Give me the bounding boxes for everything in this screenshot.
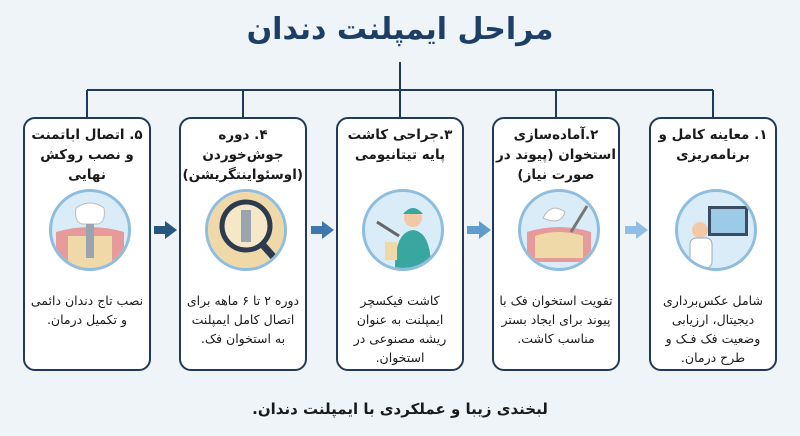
step-heading: ۳.جراحی کاشت پایه تیتانیومی [347,127,453,163]
page-title: مراحل ایمپلنت دندان [246,12,554,47]
flow-arrow [625,221,648,239]
step-description: کاشت فیکسچر ایمپلنت به عنوان ریشه مصنوعی… [353,293,447,365]
step-card-2: ۲.آماده‌سازی استخوان (پیوند در صورت نیاز… [492,117,620,371]
step-card-4: ۴. دوره جوش‌خوردن (اوسئواینتگریشن) دوره … [179,117,307,371]
step-heading: ۵. اتصال اباتمنت و نصب روکش نهایی [31,127,143,183]
surgeon-icon [362,189,444,271]
dentist-xray-monitor-icon [675,189,757,271]
implant-crown-icon [49,189,131,271]
flow-arrow [154,221,177,239]
step-description: دوره ۲ تا ۶ ماهه برای اتصال کامل ایمپلنت… [186,293,300,346]
step-card-5: ۵. اتصال اباتمنت و نصب روکش نهایی نصب تا… [23,117,151,371]
flow-arrow [467,221,491,239]
caption: لبخندی زیبا و عملکردی با ایمپلنت دندان. [252,400,548,418]
step-card-3: ۳.جراحی کاشت پایه تیتانیومی کاشت فیکسچر … [336,117,464,371]
step-description: تقویت استخوان فک با پیوند برای ایجاد بست… [499,293,613,346]
magnifier-implant-icon [205,189,287,271]
step-heading: ۲.آماده‌سازی استخوان (پیوند در صورت نیاز… [496,127,616,183]
step-heading: ۱. معاینه کامل و برنامه‌ریزی [658,127,768,163]
step-card-1: ۱. معاینه کامل و برنامه‌ریزی شامل عکس‌بر… [649,117,777,371]
step-heading: ۴. دوره جوش‌خوردن (اوسئواینتگریشن) [182,127,303,183]
step-description: نصب تاج دندان دائمی و تکمیل درمان. [30,293,144,327]
step-description: شامل عکس‌برداری دیجیتال، ارزیابی وضعیت ف… [663,293,763,365]
flow-arrow [311,221,334,239]
bone-graft-icon [518,189,600,271]
